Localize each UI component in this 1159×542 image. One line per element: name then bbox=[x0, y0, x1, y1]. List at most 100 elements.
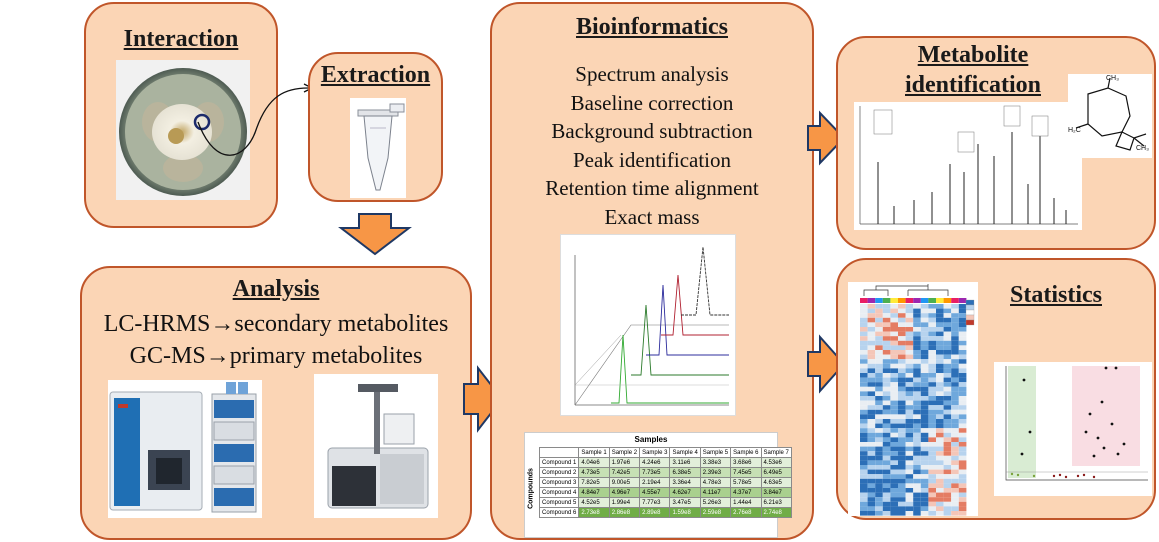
heatmap-cell bbox=[860, 483, 868, 488]
heatmap-cell bbox=[936, 497, 944, 502]
heatmap-cell bbox=[951, 442, 959, 447]
samples-col-1: Sample 1 bbox=[578, 447, 610, 458]
heatmap-cell bbox=[882, 437, 891, 442]
heatmap-cell bbox=[882, 465, 891, 470]
heatmap-cell bbox=[943, 377, 952, 383]
heatmap-cell bbox=[936, 451, 944, 456]
heatmap-cell bbox=[913, 331, 921, 337]
gc-ms-instrument-image bbox=[314, 374, 438, 518]
samples-cell: 4.63e5 bbox=[760, 477, 792, 488]
heatmap-cell bbox=[951, 423, 959, 429]
heatmap-cell bbox=[867, 465, 876, 470]
heatmap-cell bbox=[920, 478, 929, 484]
heatmap-cell bbox=[898, 327, 906, 332]
heatmap-cell bbox=[936, 419, 944, 424]
heatmap-cell bbox=[936, 483, 944, 488]
heatmap-cell bbox=[882, 455, 891, 461]
right-arrow-metabolite bbox=[807, 110, 846, 166]
heatmap-cell bbox=[898, 465, 906, 470]
heatmap-cell bbox=[867, 428, 876, 433]
heatmap-cell bbox=[958, 442, 967, 447]
heatmap-cell bbox=[928, 396, 936, 401]
heatmap-cell bbox=[920, 506, 929, 511]
samples-cell: 7.42e5 bbox=[608, 467, 641, 478]
heatmap-cell bbox=[943, 432, 952, 438]
bioinformatics-box: Bioinformatics Spectrum analysis Baselin… bbox=[490, 2, 814, 540]
samples-col-5: Sample 5 bbox=[699, 447, 732, 458]
heatmap-cell bbox=[951, 501, 959, 507]
heatmap-cell bbox=[875, 405, 883, 410]
heatmap-cell bbox=[936, 511, 944, 516]
heatmap-group-strip bbox=[928, 298, 936, 303]
heatmap-cell bbox=[905, 345, 914, 350]
heatmap-cell bbox=[875, 317, 883, 323]
heatmap-cell bbox=[913, 428, 921, 433]
heatmap-group-strip bbox=[920, 298, 929, 303]
heatmap-cell bbox=[882, 506, 891, 511]
heatmap-cell bbox=[920, 327, 929, 332]
heatmap-cell bbox=[898, 377, 906, 383]
heatmap-cell bbox=[905, 363, 914, 369]
heatmap-cell bbox=[936, 327, 944, 332]
heatmap-cell bbox=[860, 409, 868, 415]
heatmap-cell bbox=[860, 478, 868, 484]
step-baseline-correction: Baseline correction bbox=[570, 90, 734, 115]
heatmap-cell bbox=[928, 359, 936, 364]
heatmap-cell bbox=[913, 423, 921, 429]
heatmap-cell bbox=[905, 446, 914, 452]
heatmap-cell bbox=[943, 474, 952, 479]
heatmap-cell bbox=[951, 488, 959, 493]
heatmap-cell bbox=[943, 465, 952, 470]
heatmap-cell bbox=[875, 308, 883, 314]
heatmap-cell bbox=[860, 382, 868, 387]
heatmap-cell bbox=[875, 428, 883, 433]
heatmap-cell bbox=[943, 446, 952, 452]
samples-cell: 4.52e5 bbox=[578, 497, 610, 508]
heatmap-cell bbox=[905, 437, 914, 442]
heatmap-cell bbox=[913, 478, 921, 484]
heatmap-legend-swatch bbox=[965, 309, 975, 316]
heatmap-cell bbox=[867, 446, 876, 452]
heatmap-cell bbox=[913, 483, 921, 488]
step-exact-mass: Exact mass bbox=[604, 204, 700, 229]
heatmap-cell bbox=[875, 437, 883, 442]
heatmap-cell bbox=[936, 488, 944, 493]
heatmap-cell bbox=[898, 483, 906, 488]
heatmap-cell bbox=[867, 423, 876, 429]
heatmap-cell bbox=[951, 359, 959, 364]
heatmap-cell bbox=[920, 451, 929, 456]
heatmap-cell bbox=[882, 474, 891, 479]
heatmap-legend-swatch bbox=[965, 299, 975, 306]
heatmap-cell bbox=[928, 432, 936, 438]
heatmap-cell bbox=[875, 368, 883, 373]
heatmap-cell bbox=[905, 409, 914, 415]
samples-cell: 7.45e5 bbox=[730, 467, 762, 478]
heatmap-cell bbox=[913, 345, 921, 350]
heatmap-cell bbox=[860, 469, 868, 475]
heatmap-cell bbox=[943, 511, 952, 516]
heatmap-group-strip bbox=[890, 298, 898, 303]
heatmap-cell bbox=[951, 511, 959, 516]
heatmap-cell bbox=[920, 400, 929, 406]
heatmap-cell bbox=[860, 465, 868, 470]
heatmap-cell bbox=[867, 308, 876, 314]
heatmap-cell bbox=[875, 414, 883, 419]
heatmap-cell bbox=[920, 308, 929, 314]
heatmap-cell bbox=[913, 455, 921, 461]
heatmap-cell bbox=[928, 428, 936, 433]
samples-cell: 3.36e4 bbox=[669, 477, 701, 488]
samples-cell: 3.11e6 bbox=[669, 457, 701, 468]
heatmap-cell bbox=[882, 469, 891, 475]
heatmap-cell bbox=[936, 492, 944, 498]
heatmap-cell bbox=[867, 391, 876, 396]
heatmap-cell bbox=[882, 327, 891, 332]
heatmap-cell bbox=[936, 359, 944, 364]
samples-col-3: Sample 3 bbox=[639, 447, 671, 458]
samples-cell: 4.55e7 bbox=[639, 487, 671, 498]
heatmap-cell bbox=[875, 350, 883, 355]
heatmap-cell bbox=[943, 386, 952, 392]
heatmap-cell bbox=[898, 478, 906, 484]
heatmap-cell bbox=[890, 304, 898, 309]
heatmap-cell bbox=[875, 511, 883, 516]
samples-cell: 4.73e5 bbox=[578, 467, 610, 478]
